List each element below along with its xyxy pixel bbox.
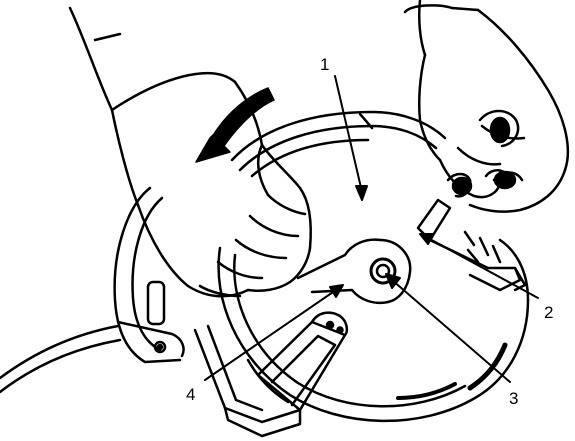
rotation-arrow-icon (196, 88, 274, 162)
callout-label-1: 1 (320, 55, 329, 74)
callout-label-4: 4 (186, 385, 195, 404)
leader-1 (335, 76, 362, 192)
left-hand (70, 8, 311, 296)
right-hand (405, 0, 568, 212)
base-plate (195, 326, 300, 436)
wrench (298, 240, 410, 303)
motor-housing (115, 188, 184, 362)
leader-3 (392, 280, 510, 382)
callout-label-3: 3 (509, 389, 518, 408)
shaft-lock (418, 200, 525, 290)
leader-2-arrowhead (420, 234, 434, 244)
upper-blade-guard (232, 112, 445, 176)
callout-label-2: 2 (544, 303, 553, 322)
power-cord (0, 326, 120, 392)
leader-1-arrowhead (356, 186, 367, 200)
depth-bracket (258, 313, 347, 410)
